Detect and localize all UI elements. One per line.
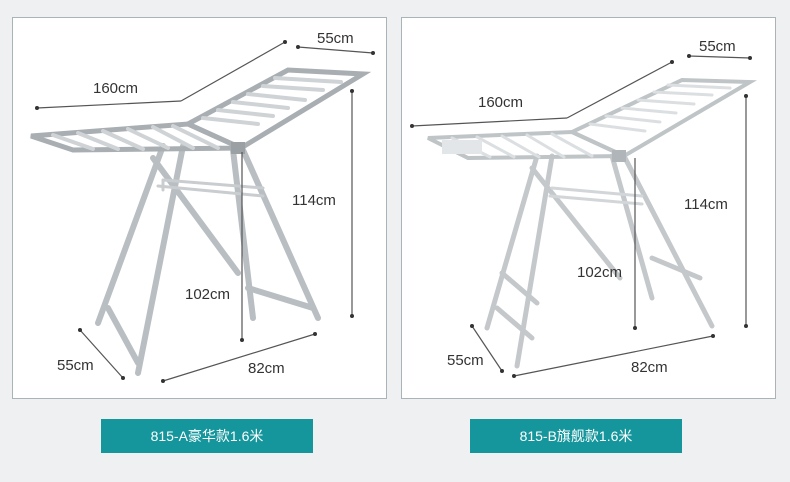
base-brace-right — [649, 255, 703, 281]
product-b-panel: 160cm 55cm 114cm 102cm 55cm 82cm — [401, 17, 776, 399]
base-brace-left-2 — [494, 305, 535, 341]
right-wing — [182, 67, 372, 151]
product-b-caption: 815-B旗舰款1.6米 — [470, 419, 682, 453]
base-brace-left — [105, 305, 141, 366]
leg-back-left — [230, 147, 256, 321]
dim-label-wing-width: 55cm — [317, 30, 354, 47]
lower-shelf — [156, 178, 265, 198]
lower-shelf — [548, 186, 644, 206]
dim-label-height: 114cm — [684, 196, 728, 213]
left-wing — [427, 129, 625, 161]
dim-label-base-width: 82cm — [631, 359, 668, 376]
dim-line-wing-a — [297, 46, 374, 54]
dim-label-inner-height: 102cm — [185, 286, 231, 303]
leg-back-right — [621, 153, 715, 329]
dim-line-length-b — [411, 117, 568, 127]
dim-line-base-a — [162, 333, 316, 382]
dim-label-inner-height: 102cm — [577, 264, 623, 281]
dim-label-base-depth: 55cm — [57, 357, 94, 374]
base-brace-left — [499, 270, 540, 306]
dim-label-base-width: 82cm — [248, 360, 285, 377]
cross-brace — [529, 165, 623, 281]
base-brace-right — [245, 285, 316, 311]
cross-brace — [150, 155, 241, 276]
product-a-panel: 160cm 55cm 114cm 102cm 55cm 82cm — [12, 17, 387, 399]
leg-back-left — [609, 153, 655, 301]
hinge-joint — [612, 150, 626, 162]
dim-line-wing-b — [688, 55, 751, 59]
hinge-joint — [231, 142, 245, 154]
dim-label-length: 160cm — [478, 94, 524, 111]
product-a-caption: 815-A豪华款1.6米 — [101, 419, 313, 453]
left-wing — [30, 121, 243, 153]
dim-line-length-a — [36, 100, 182, 109]
dim-label-wing-width: 55cm — [699, 38, 736, 55]
dim-label-height: 114cm — [292, 192, 336, 209]
dim-line-base-b — [513, 335, 714, 377]
drying-rack-a-illustration — [30, 40, 375, 383]
drying-rack-b-illustration — [410, 54, 758, 378]
leg-front-left — [95, 143, 166, 326]
leg-front-left — [484, 153, 540, 331]
dim-label-length: 160cm — [93, 80, 139, 97]
dim-line-depth-a — [79, 329, 124, 379]
right-wing — [567, 77, 758, 159]
dim-line-depth-b — [471, 325, 503, 372]
dim-label-base-depth: 55cm — [447, 352, 484, 369]
leg-back-right — [240, 147, 321, 321]
